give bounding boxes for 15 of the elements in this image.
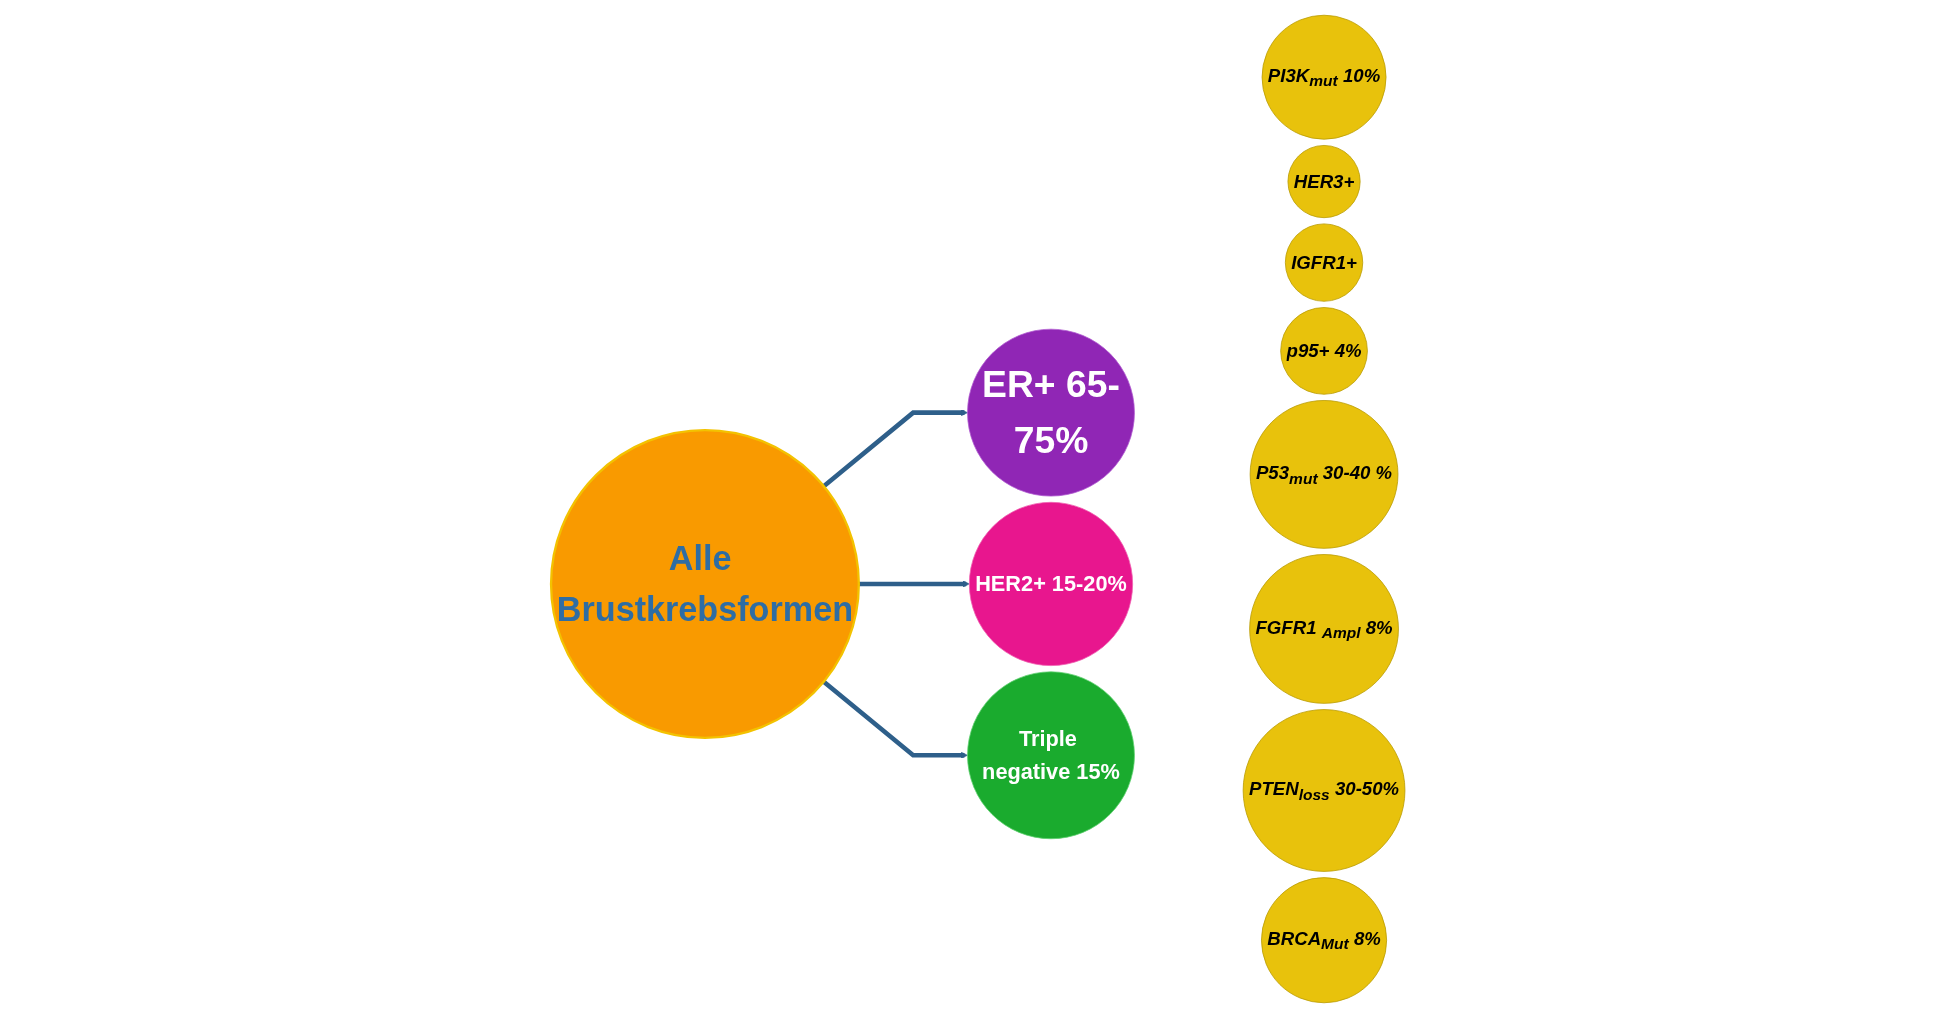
node-circle: HER3+ (1287, 144, 1361, 218)
node-circle: PI3K$_{mut}$ 10% (1261, 14, 1387, 140)
arrow (822, 679, 968, 759)
node-circle: Alle Brustkrebsformen (549, 428, 860, 739)
node-circle: BRCA$_{Mut}$ 8% (1261, 876, 1388, 1003)
arrow (858, 580, 970, 587)
node-circle: p95+ 4% (1280, 306, 1368, 395)
arrow (822, 408, 968, 488)
node-circle: P53$_{mut}$ 30-40 % (1249, 399, 1399, 549)
node-circle: ER+ 65-75% (967, 328, 1135, 496)
node-circle: Triple negative 15% (967, 670, 1135, 839)
node-circle: PTEN$_{loss}$ 30-50% (1242, 708, 1406, 872)
node-circle: IGFR1+ (1284, 223, 1364, 302)
node-circle: HER2+ 15-20% (968, 501, 1134, 666)
node-circle: FGFR1 $_{Ampl}$ 8% (1249, 553, 1399, 704)
